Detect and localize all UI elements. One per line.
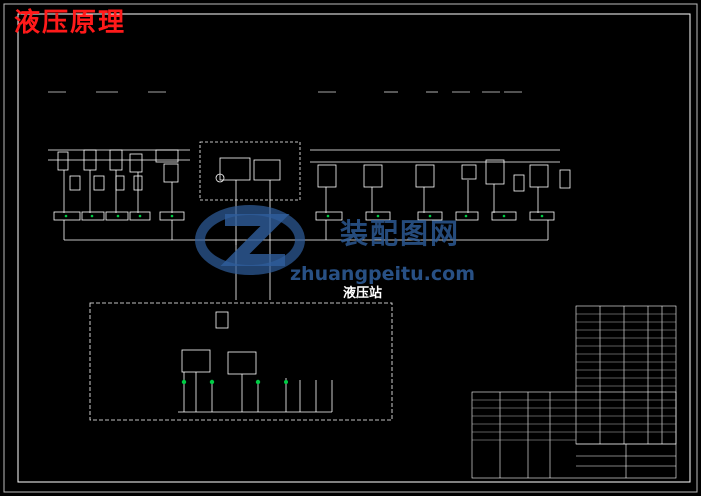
parts-table — [471, 305, 677, 479]
valve-block-icon — [199, 141, 301, 201]
filter-icon — [181, 379, 288, 385]
left-actuator-group — [48, 149, 190, 213]
hydraulic-station-box — [89, 302, 393, 421]
outer-border — [3, 3, 698, 493]
watermark-url: zhuangpeitu.com — [290, 263, 475, 285]
inner-border — [17, 13, 691, 483]
right-actuator-group — [310, 149, 571, 213]
page-title: 液压原理 — [14, 8, 127, 38]
watermark-logo-icon — [195, 205, 305, 275]
pump-icon — [178, 311, 333, 413]
watermark-cn: 装配图网 — [340, 217, 461, 250]
valve-markers — [64, 214, 544, 218]
station-label: 液压站 — [343, 286, 383, 301]
table-rows — [472, 313, 676, 441]
